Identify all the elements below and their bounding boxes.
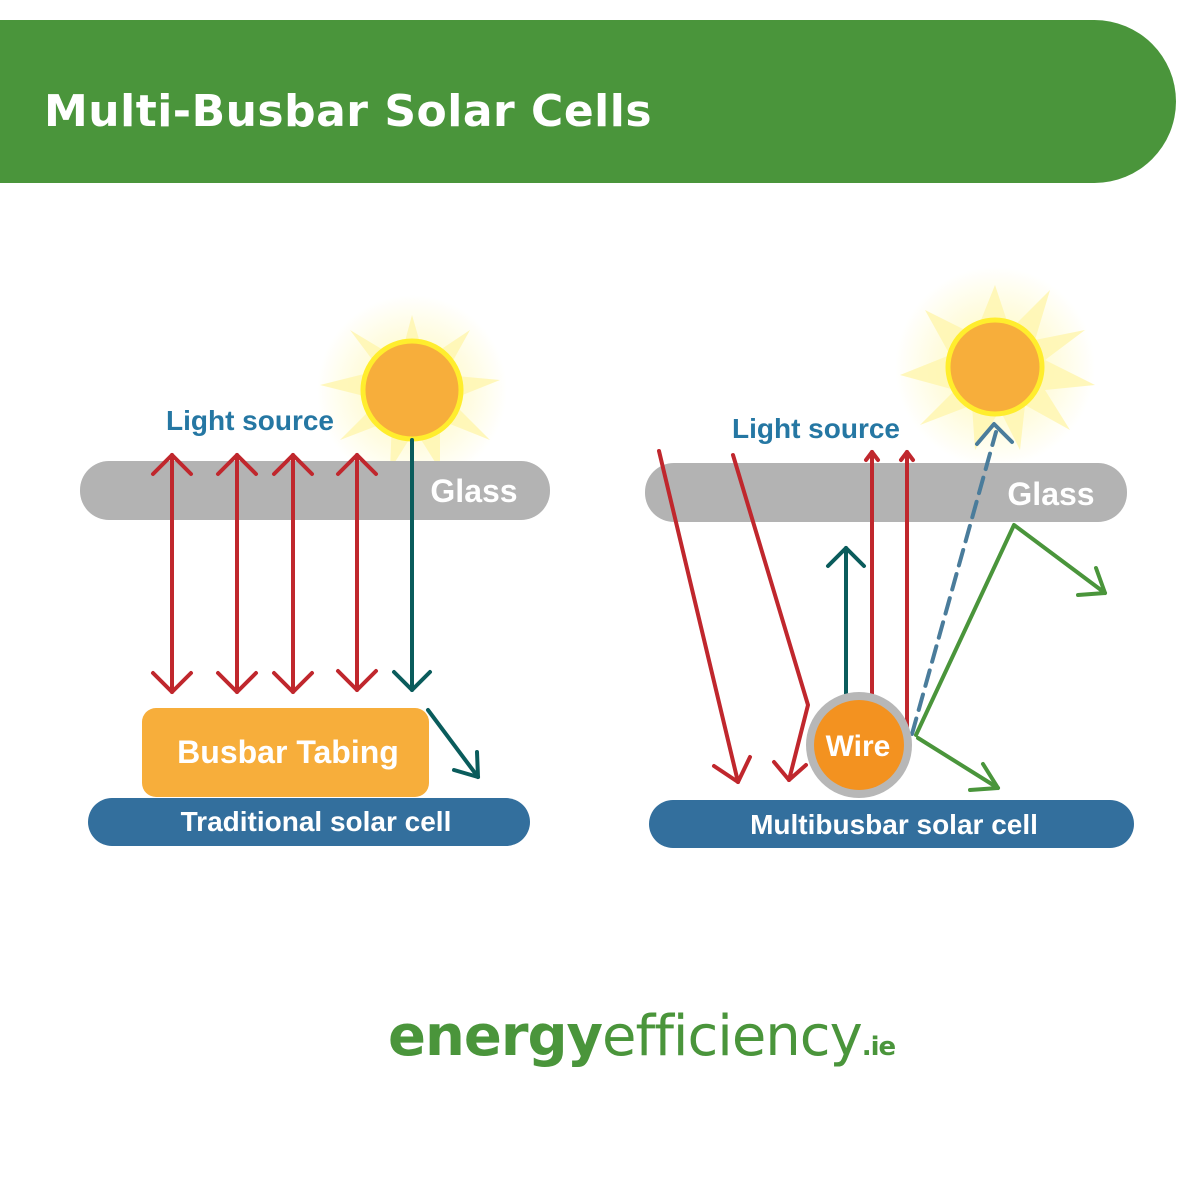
left-red-arrow-2 [216,453,258,694]
energyefficiency-logo: energyefficiency.ie [388,1004,896,1069]
right-panel: Glass Light source [645,267,1134,848]
right-sun-icon [895,267,1095,467]
title-banner: Multi-Busbar Solar Cells [0,20,1176,183]
left-red-arrow-4 [336,453,378,692]
busbar-tabing-label: Busbar Tabing [177,734,399,770]
right-red-slant-arrow-1 [657,449,752,784]
right-red-up-arrow-1 [864,450,880,707]
multibusbar-solar-cell [649,800,1134,848]
right-teal-up-arrow [826,546,866,707]
right-glass-label: Glass [1007,476,1094,512]
right-dashed-reflect-arrow [910,422,1014,736]
busbar-tabing [142,708,429,797]
logo-part-efficiency: efficiency [602,1004,863,1069]
right-red-up-arrow-2 [899,450,915,732]
right-green-zigzag-arrow [914,523,1107,737]
right-light-source-label: Light source [732,413,900,444]
logo-part-ie: .ie [861,1032,896,1062]
page-title: Multi-Busbar Solar Cells [44,86,653,137]
logo-part-energy: energy [388,1004,603,1069]
left-red-arrow-1 [151,453,193,694]
left-glass-label: Glass [430,473,517,509]
traditional-solar-cell [88,798,530,846]
right-green-deflect-arrow [916,736,1000,792]
multibusbar-solar-cell-label: Multibusbar solar cell [750,809,1038,840]
left-teal-deflect-arrow [426,708,480,779]
left-panel: Glass Light source [80,295,550,846]
right-red-bent-arrow-2 [731,453,810,782]
wire-label: Wire [826,730,891,763]
right-glass-layer [645,463,1127,522]
left-light-source-label: Light source [166,405,334,436]
traditional-solar-cell-label: Traditional solar cell [181,806,452,837]
left-red-arrow-3 [272,453,314,694]
wire-cross-section [814,700,904,790]
left-glass-layer [80,461,550,520]
left-teal-down-arrow [392,438,432,692]
